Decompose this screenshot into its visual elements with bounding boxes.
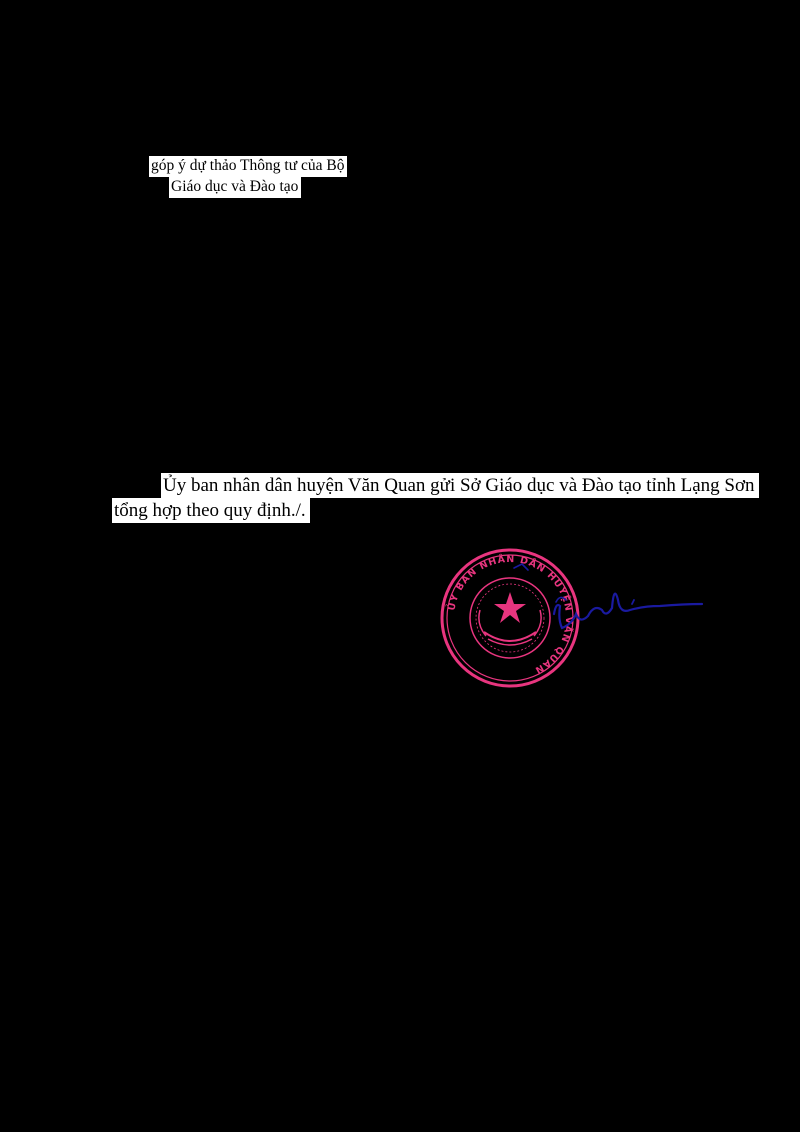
body-text-line-1: Ủy ban nhân dân huyện Văn Quan gửi Sở Gi…: [161, 473, 759, 498]
seal-and-signature: ỦY BAN NHÂN DÂN HUYỆN VĂN QUAN: [436, 540, 716, 700]
subject-line-1: góp ý dự thảo Thông tư của Bộ: [149, 156, 348, 177]
subject-line-2: Giáo dục và Đào tạo: [169, 177, 302, 198]
body-text-line-2: tổng hợp theo quy định./.: [112, 498, 310, 523]
signature-stroke: [513, 563, 704, 630]
official-seal: [440, 548, 580, 688]
seal-graphic: ỦY BAN NHÂN DÂN HUYỆN VĂN QUAN: [440, 548, 704, 688]
